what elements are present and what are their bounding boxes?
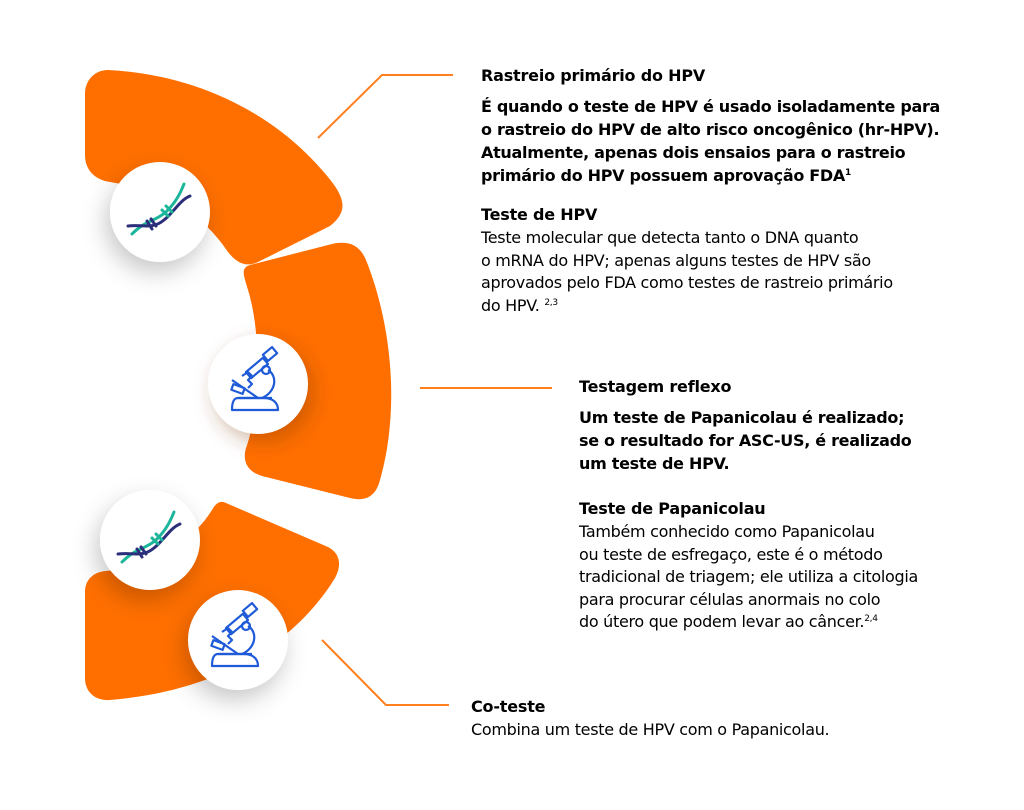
section-co-testing: Co-teste Combina um teste de HPV com o P… [471,697,891,742]
microscope-icon [230,345,280,412]
subsection-hpv-test: Teste de HPV Teste molecular que detecta… [481,205,961,317]
segment-primary-screening [85,70,343,265]
section-title: Rastreio primário do HPV [481,66,706,85]
leader-line-primary [317,74,453,139]
section-body-text: Combina um teste de HPV com o Papanicola… [471,720,830,739]
section-lead-text: Um teste de Papanicolau é realizado; se … [579,408,912,473]
icon-badge-microscope-1 [208,334,308,434]
section-title: Co-teste [471,697,546,716]
dna-icon [116,510,182,564]
segment-reflex-testing [243,242,392,500]
section-primary-screening: Rastreio primário do HPV É quando o test… [481,66,961,187]
section-title: Testagem reflexo [579,377,732,396]
icon-badge-microscope-2 [188,590,288,690]
microscope-icon [210,601,260,668]
subsection-title: Teste de Papanicolau [579,499,766,518]
section-lead-text: É quando o teste de HPV é usado isoladam… [481,97,941,185]
section-reflex-testing: Testagem reflexo Um teste de Papanicolau… [579,377,979,475]
subsection-body-text: Também conhecido como Papanicolau ou tes… [579,522,919,631]
reference-superscript: 1 [845,168,851,178]
reference-superscript: 2,4 [864,614,878,624]
icon-badge-dna-1 [110,162,210,262]
subsection-title: Teste de HPV [481,205,598,224]
icon-badge-dna-2 [100,490,200,590]
leader-line-cotest [321,639,449,706]
subsection-pap-test: Teste de Papanicolau Também conhecido co… [579,499,979,634]
dna-icon [126,182,192,236]
subsection-body-text: Teste molecular que detecta tanto o DNA … [481,228,893,315]
reference-superscript: 2,3 [544,297,558,308]
